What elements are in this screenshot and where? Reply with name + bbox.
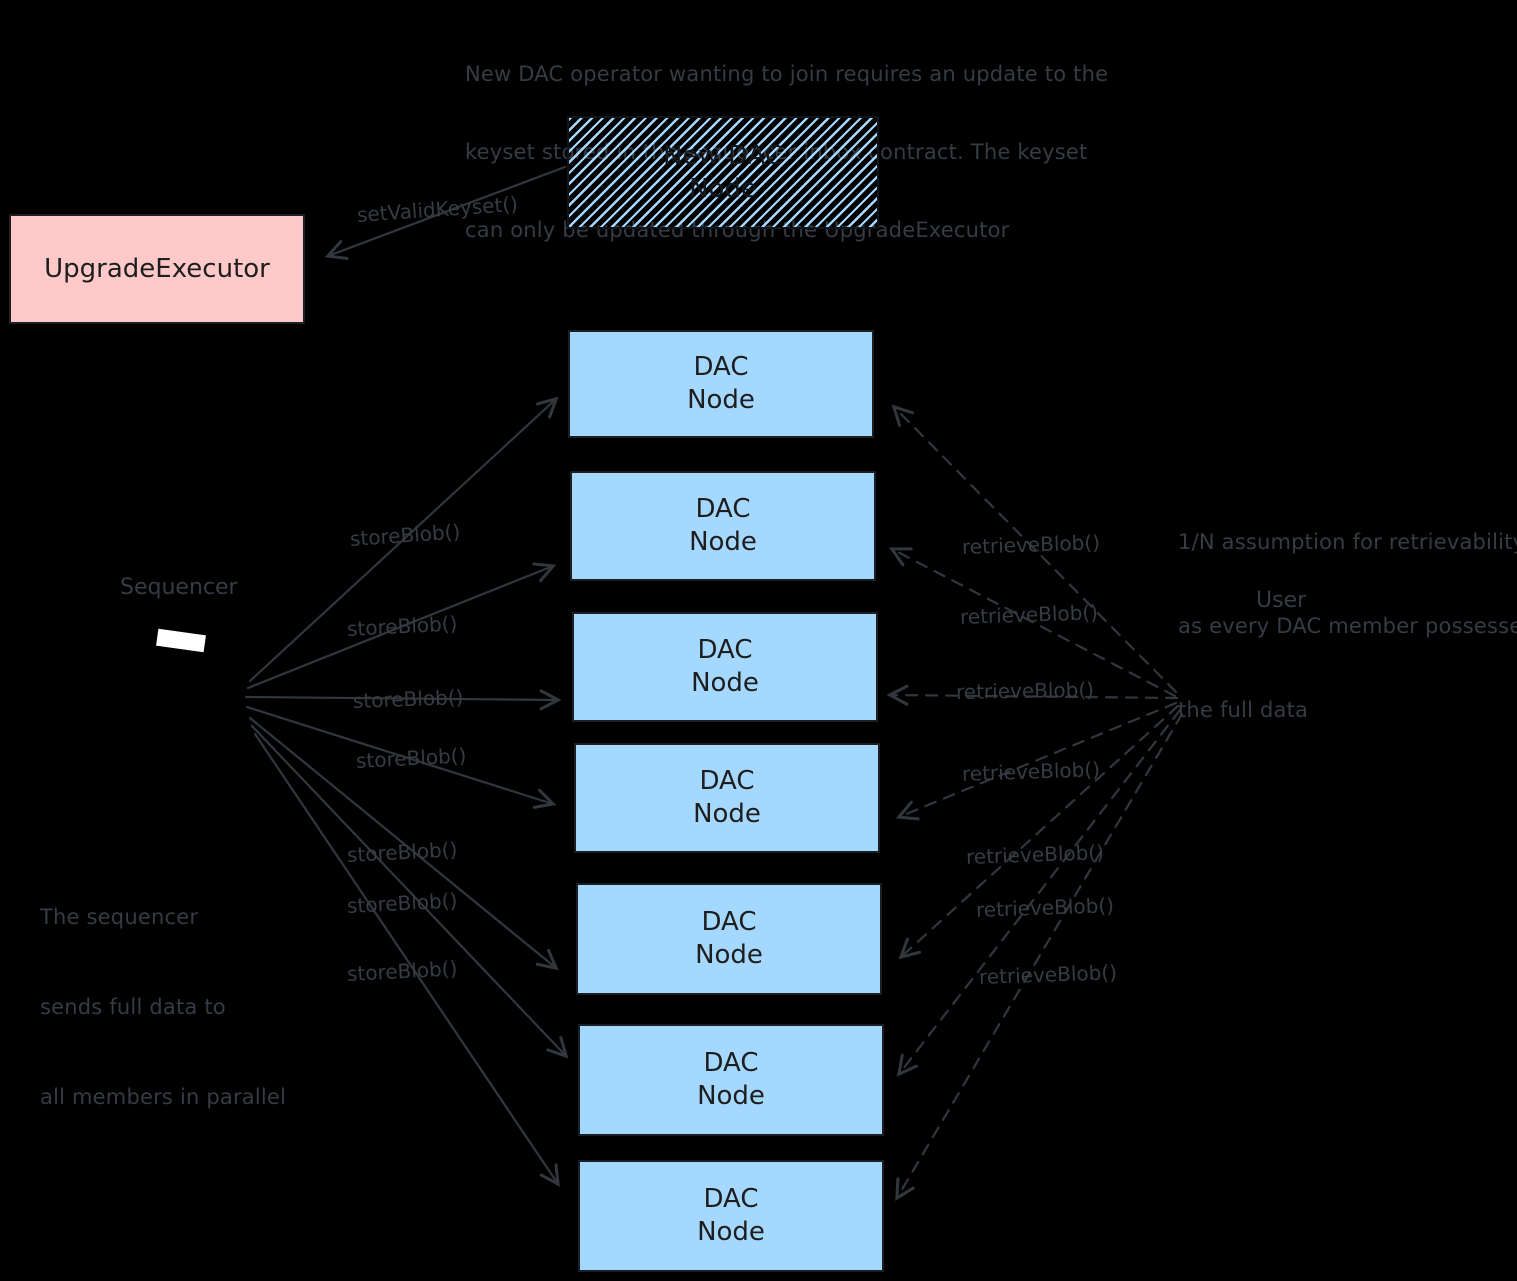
retrieve-blob-arrow-6 [896,708,1182,1077]
retrieve-blob-label-3: retrieveBlob() [955,677,1095,704]
retrievability-note-line-2: as every DAC member possesses [1178,614,1517,638]
retrieve-blob-label-7: retrieveBlob() [978,960,1118,989]
dac-node-2-line1: DAC [695,494,751,524]
new-dac-node-box: New DAC Node [567,116,879,229]
sequencer-label: Sequencer [120,575,238,600]
store-blob-arrow-2 [246,562,557,690]
retrieve-blob-label-6: retrieveBlob() [975,893,1115,922]
dac-node-3-line2: Node [691,668,759,698]
new-dac-node-label-line2: Node [689,173,757,204]
dac-node-1-line1: DAC [693,352,749,382]
dac-node-box-7: DAC Node [578,1160,884,1272]
retrieve-blob-arrow-3 [886,684,1179,706]
set-valid-keyset-arrow [324,165,567,260]
store-blob-arrow-6 [250,724,569,1059]
retrieve-blob-arrow-2 [888,547,1177,698]
store-blob-label-3: storeBlob() [352,685,464,713]
store-blob-arrow-4 [245,705,557,809]
retrieve-blob-arrow-5 [898,704,1180,960]
retrievability-note-line-1: 1/N assumption for retrievability, [1178,530,1517,554]
parallel-note-line-2: sends full data to [40,995,226,1019]
upgrade-executor-box: UpgradeExecutor [9,214,305,324]
dac-node-box-4: DAC Node [574,743,880,853]
dac-node-3-line1: DAC [697,635,753,665]
parallel-note-line-1: The sequencer [40,905,199,929]
retrieve-blob-label-1: retrieveBlob() [961,530,1101,559]
dac-node-4-line1: DAC [699,766,755,796]
dac-node-6-line2: Node [697,1081,765,1111]
parallel-note-line-3: all members in parallel [40,1085,287,1109]
dac-node-7-line2: Node [697,1217,765,1247]
upgrade-executor-label: UpgradeExecutor [44,253,270,284]
dac-node-7-line1: DAC [703,1184,759,1214]
keyset-note-line-3: can only be updated through the UpgradeE… [465,218,1010,242]
dac-node-box-2: DAC Node [570,471,876,581]
retrievability-note: 1/N assumption for retrievability, as ev… [1178,472,1517,780]
keyset-note-line-1: New DAC operator wanting to join require… [465,62,1109,86]
retrievability-note-line-3: the full data [1178,698,1309,722]
store-blob-arrow-7 [253,732,560,1187]
retrieve-blob-label-5: retrieveBlob() [965,840,1105,869]
store-blob-arrow-1 [248,396,559,683]
retrieve-blob-arrow-4 [895,701,1178,821]
dac-node-box-6: DAC Node [578,1024,884,1136]
dac-node-2-line2: Node [689,527,757,557]
user-label: User [1256,588,1307,613]
retrieve-blob-arrow-1 [891,404,1178,694]
dac-node-box-1: DAC Node [568,330,874,438]
retrieve-blob-arrow-7 [895,712,1184,1202]
dac-node-box-3: DAC Node [572,612,878,722]
dac-node-5-line1: DAC [701,907,757,937]
dac-node-1-line2: Node [687,385,755,415]
parallel-note: The sequencer sends full data to all mem… [40,842,286,1172]
store-blob-arrow-5 [248,716,559,971]
dac-node-6-line1: DAC [703,1048,759,1078]
store-blob-arrow-3 [244,689,562,711]
retrieve-blob-label-2: retrieveBlob() [959,600,1099,629]
dac-node-box-5: DAC Node [576,883,882,995]
new-dac-node-label-line1: New DAC [662,140,784,171]
dac-node-5-line2: Node [695,940,763,970]
dac-node-4-line2: Node [693,799,761,829]
retrieve-blob-label-4: retrieveBlob() [961,757,1101,786]
